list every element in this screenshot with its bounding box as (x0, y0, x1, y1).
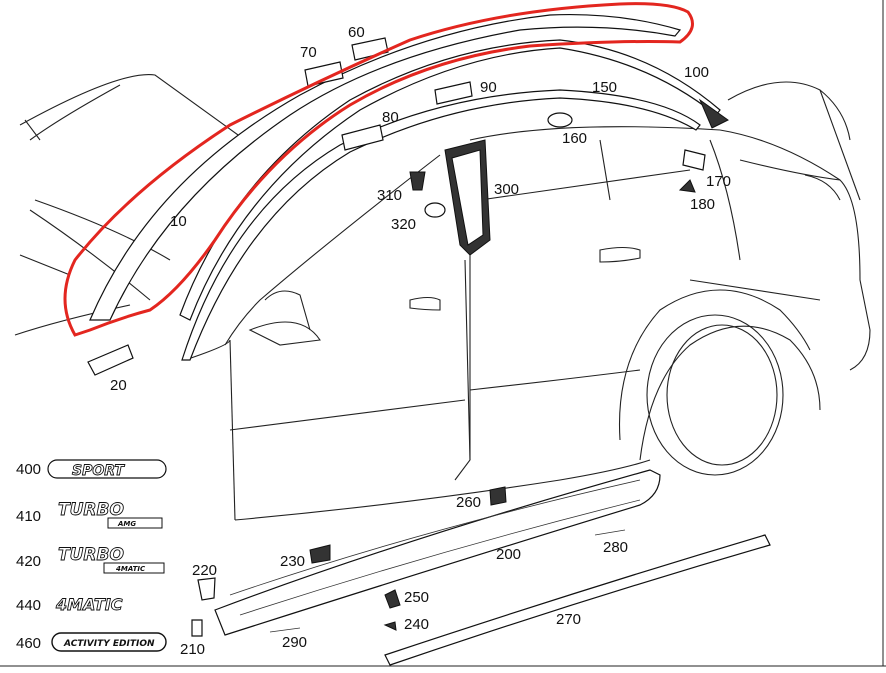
emblem-sub-text: 4MATIC (116, 565, 146, 573)
emblem-text: TURBO (58, 500, 124, 520)
emblem-badge-shape (47, 459, 167, 479)
callout-20: 20 (110, 377, 127, 394)
callout-200: 200 (496, 546, 521, 563)
emblem-row: 420 TURBO 4MATIC (16, 545, 165, 574)
callout-180: 180 (690, 196, 715, 213)
callout-310: 310 (377, 187, 402, 204)
emblem-sub-plate (107, 517, 163, 529)
emblem-text: 4MATIC (55, 595, 123, 614)
car-body-outline (14, 74, 871, 521)
emblem-row: 460 ACTIVITY EDITION (16, 632, 167, 652)
callout-170: 170 (706, 173, 731, 190)
callout-70: 70 (300, 44, 317, 61)
door-sill-strip-part (384, 534, 771, 666)
callout-80: 80 (382, 109, 399, 126)
callout-250: 250 (404, 589, 429, 606)
emblem-badge-shape (51, 632, 167, 652)
b-pillar-trim-part (444, 139, 491, 256)
callout-10: 10 (170, 213, 187, 230)
callout-60: 60 (348, 24, 365, 41)
emblem-number: 440 (16, 597, 41, 614)
callout-100: 100 (684, 64, 709, 81)
emblem-row: 440 4MATIC (16, 595, 123, 615)
emblem-sub-text: AMG (117, 520, 136, 528)
emblem-sub-plate (103, 562, 165, 574)
callout-labels: 10 20 60 70 80 90 100 150 160 170 180 20… (110, 24, 731, 658)
emblem-number: 420 (16, 553, 41, 570)
callout-290: 290 (282, 634, 307, 651)
highlight-outline (63, 2, 694, 337)
callout-300: 300 (494, 181, 519, 198)
callout-260: 260 (456, 494, 481, 511)
roof-trim-strips (89, 13, 729, 361)
callout-220: 220 (192, 562, 217, 579)
emblem-text: SPORT (72, 463, 125, 479)
callout-270: 270 (556, 611, 581, 628)
callout-210: 210 (180, 641, 205, 658)
callout-280: 280 (603, 539, 628, 556)
small-fasteners (191, 529, 626, 637)
callout-320: 320 (391, 216, 416, 233)
callout-240: 240 (404, 616, 429, 633)
emblem-list: 400 SPORT 410 TURBO AMG 420 TURBO 4MATIC… (16, 459, 167, 652)
rear-wheel (646, 314, 784, 476)
emblem-text: ACTIVITY EDITION (63, 639, 155, 649)
emblem-number: 400 (16, 461, 41, 478)
emblem-number: 460 (16, 635, 41, 652)
callout-230: 230 (280, 553, 305, 570)
emblem-row: 400 SPORT (16, 459, 167, 479)
emblem-number: 410 (16, 508, 41, 525)
emblem-row: 410 TURBO AMG (16, 500, 163, 529)
side-sill-panel-part (214, 469, 661, 636)
callout-90: 90 (480, 79, 497, 96)
callout-160: 160 (562, 130, 587, 147)
emblem-text: TURBO (58, 545, 124, 565)
callout-150: 150 (592, 79, 617, 96)
roof-clips (87, 37, 706, 376)
